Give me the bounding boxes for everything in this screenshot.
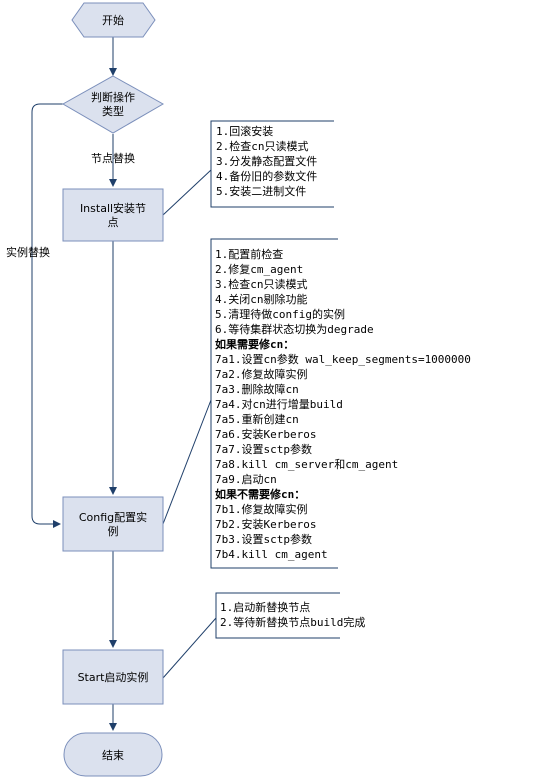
config-note: 1.配置前检查 2.修复cm_agent 3.检查cn只读模式 4.关闭cn剔除… [210,238,471,569]
start-instance-label: Start启动实例 [78,670,149,684]
config-shape [62,496,164,552]
config-note-line-18: 7b1.修复故障实例 [215,502,308,516]
install-node: Install安装节 点 [62,188,164,242]
config-note-bracket [210,238,338,569]
config-note-line-20: 7b3.设置sctp参数 [215,532,312,546]
config-note-line-13: 7a6.安装Kerberos [215,427,316,441]
start-shape [71,2,156,38]
start-node: 开始 [71,2,156,38]
start-note: 1.启动新替换节点 2.等待新替换节点build完成 [215,592,365,639]
end-shape [63,732,163,777]
install-note-line-2: 2.检查cn只读模式 [216,139,309,153]
edge-label-node-replace: 节点替换 [91,151,135,165]
connector-start-note [162,617,217,679]
decision-node: 判断操作 类型 [61,75,165,134]
install-note: 1.回滚安装 2.检查cn只读模式 3.分发静态配置文件 4.备份旧的参数文件 … [210,120,334,208]
start-note-line-1: 1.启动新替换节点 [220,600,310,614]
config-label-line2: 例 [108,524,119,538]
config-note-line-14: 7a7.设置sctp参数 [215,442,312,456]
edge-decide-to-config [31,103,63,528]
install-note-line-5: 5.安装二进制文件 [216,184,306,198]
config-note-line-10: 7a3.删除故障cn [215,382,299,396]
end-label: 结束 [102,749,124,762]
config-note-line-9: 7a2.修复故障实例 [215,367,308,381]
config-note-line-15: 7a8.kill cm_server和cm_agent [215,458,398,471]
install-note-line-4: 4.备份旧的参数文件 [216,169,317,183]
config-note-line-7: 如果需要修cn： [215,337,294,351]
install-label-line1: Install安装节 [80,201,146,215]
start-instance-shape [62,649,164,705]
config-note-line-4: 4.关闭cn剔除功能 [215,292,308,306]
config-note-line-8: 7a1.设置cn参数 wal_keep_segments=1000000 [215,352,471,366]
config-note-line-11: 7a4.对cn进行增量build [215,397,343,411]
install-note-bracket [210,120,334,208]
start-label: 开始 [102,13,124,27]
config-note-line-3: 3.检查cn只读模式 [215,277,308,291]
decision-shape [61,75,165,134]
config-note-line-12: 7a5.重新创建cn [215,412,299,426]
edges [31,37,117,731]
decision-label-line1: 判断操作 [91,90,135,104]
config-note-line-2: 2.修复cm_agent [215,262,303,276]
install-label-line2: 点 [108,216,119,229]
connector-install-note [162,169,212,216]
config-note-line-6: 6.等待集群状态切换为degrade [215,322,374,336]
config-note-line-19: 7b2.安装Kerberos [215,517,316,531]
note-connectors [162,169,217,679]
start-note-line-2: 2.等待新替换节点build完成 [220,615,365,629]
edge-label-instance-replace: 实例替换 [6,245,50,259]
start-instance-node: Start启动实例 [62,649,164,705]
config-note-line-17: 如果不需要修cn： [215,487,305,501]
config-note-line-21: 7b4.kill cm_agent [215,548,328,561]
config-node: Config配置实 例 [62,496,164,552]
install-note-line-3: 3.分发静态配置文件 [216,154,317,168]
connector-config-note [162,399,212,525]
install-shape [62,188,164,242]
decision-label-line2: 类型 [102,104,124,118]
install-note-line-1: 1.回滚安装 [216,124,273,138]
start-note-bracket [215,592,340,639]
end-node: 结束 [63,732,163,777]
config-label-line1: Config配置实 [79,510,147,524]
config-note-line-5: 5.清理待做config的实例 [215,307,345,321]
config-note-line-16: 7a9.启动cn [215,473,277,486]
config-note-line-1: 1.配置前检查 [215,247,283,261]
